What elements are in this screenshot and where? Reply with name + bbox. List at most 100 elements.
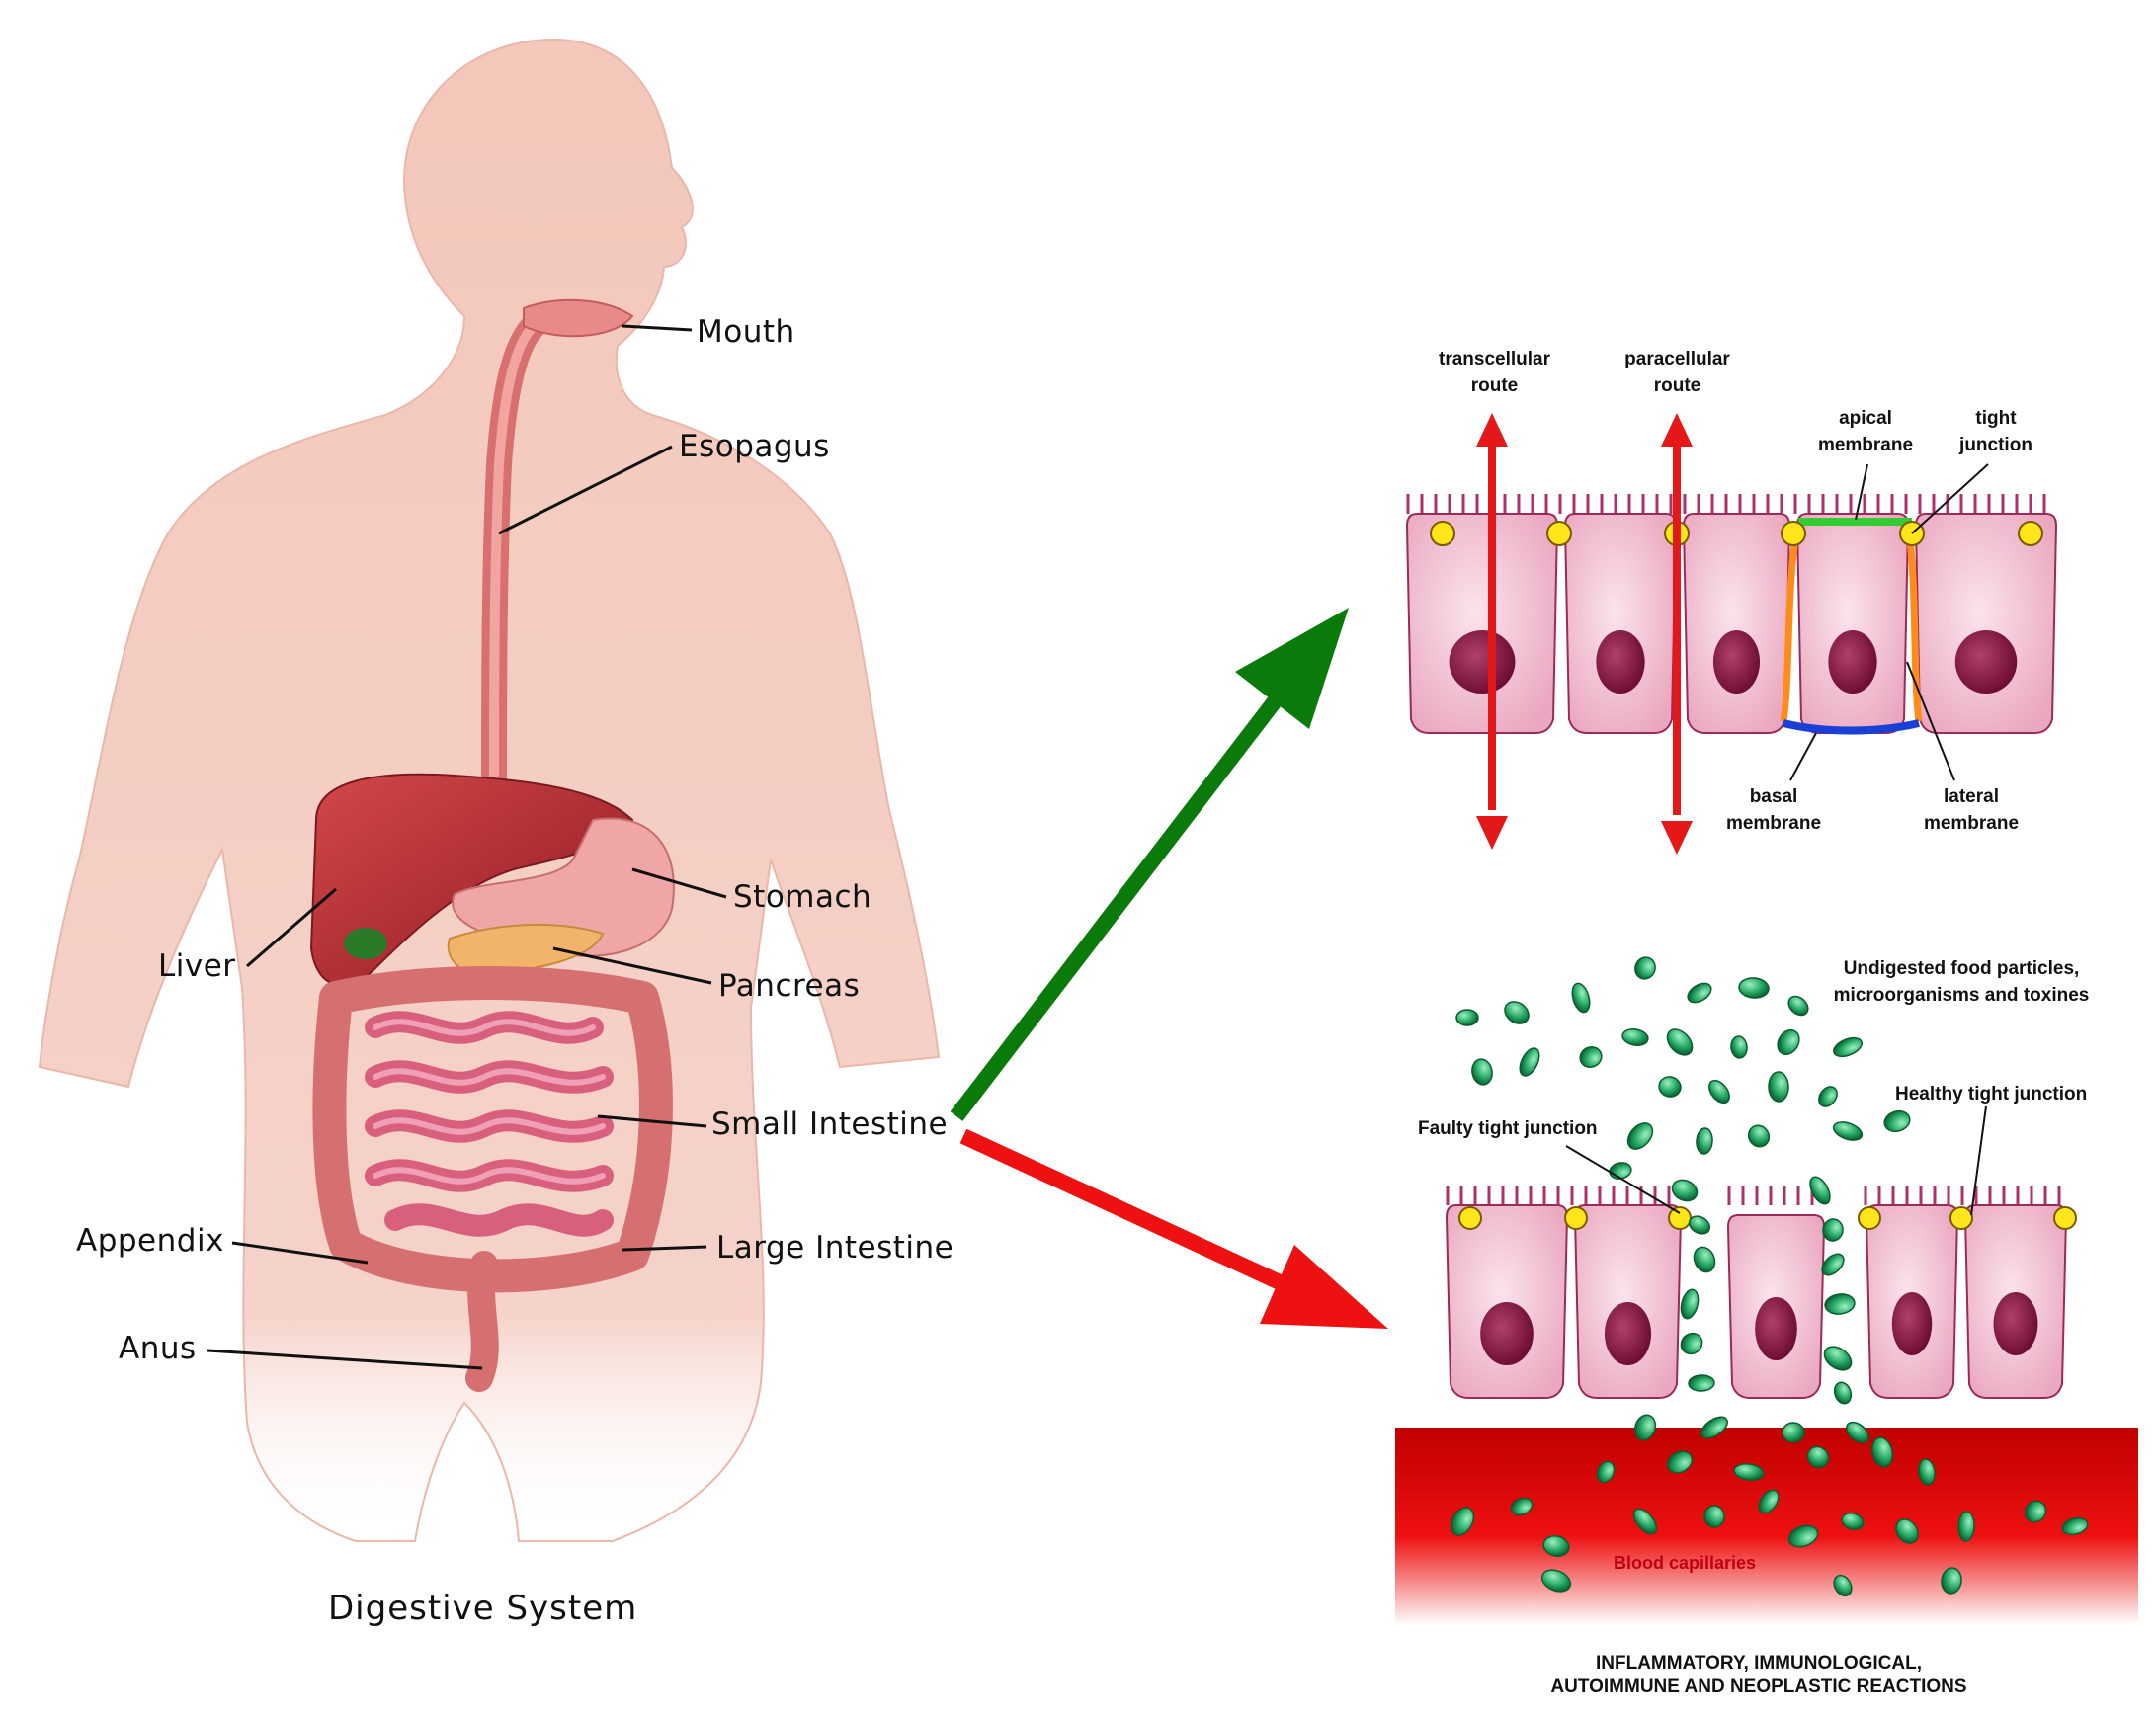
toxin-particle [1870,1436,1894,1468]
label-apical-membrane: apical membrane [1786,405,1945,458]
label-large-intestine: Large Intestine [716,1230,954,1266]
toxin-particle [1833,1381,1853,1405]
human-body [38,38,941,1542]
label-apical-line1: apical [1839,408,1892,429]
toxin-particle [1777,1028,1800,1056]
healthy-cell [1914,513,2058,734]
leaky-nucleus [1993,1292,2038,1355]
toxin-particle [1579,1046,1603,1068]
toxin-particle [1471,1058,1493,1086]
toxin-particle [1693,1246,1716,1273]
label-liver: Liver [158,948,236,984]
label-blood-capillaries: Blood capillaries [1614,1553,1757,1573]
blood-capillary [1395,1428,2138,1625]
toxin-particle [1696,1127,1713,1155]
toxin-particle [1666,1450,1694,1474]
healthy-cell [1795,513,1910,734]
toxin-particle [1666,1028,1694,1056]
toxin-particle [1832,1121,1864,1141]
tight-junction-dot [2018,521,2043,546]
label-lateral-membrane: lateral membrane [1907,783,2035,837]
leaky-nucleus [1755,1297,1797,1360]
leaky-cell [1573,1204,1683,1399]
toxin-particle [1768,1071,1789,1103]
toxin-particle [1688,1374,1715,1392]
toxin-particle [1632,1508,1658,1535]
healthy-nucleus [1828,630,1877,694]
label-tight-line2: junction [1959,435,2032,455]
toxin-particle [1747,1124,1771,1148]
leaky-epithelium [1395,956,2138,1625]
label-faulty-tight-junction: Faulty tight junction [1418,1118,1598,1139]
label-undigested-particles: Undigested food particles, microorganism… [1798,955,2124,1009]
label-transcellular-route: transcellular route [1403,346,1586,399]
toxin-particle [1680,1288,1700,1320]
tight-junction-dot [1430,521,1455,546]
transcellular-route-arrow [1476,413,1508,850]
toxin-particle [1824,1293,1856,1315]
toxin-particle [1634,956,1656,980]
label-tight-line1: tight [1975,408,2017,429]
tight-junction-dot [1458,1206,1482,1230]
healthy-nucleus [1712,630,1761,694]
label-basal-line1: basal [1749,786,1798,807]
toxin-particle [1730,1035,1748,1059]
toxin-particle [1504,1001,1530,1024]
toxin-particle [1733,1463,1765,1481]
label-reactions-line2: AUTOIMMUNE AND NEOPLASTIC REACTIONS [1550,1677,1967,1697]
label-particles-line1: Undigested food particles, [1843,958,2080,979]
healthy-path-arrow [950,608,1349,1121]
toxin-particle [1680,1332,1703,1355]
toxin-particle [1787,995,1809,1017]
label-lateral-line2: membrane [1923,813,2020,834]
label-transcellular-line2: route [1470,375,1519,396]
toxin-particle [1519,1047,1540,1077]
tight-junction-dot [1564,1206,1588,1230]
figure-title: Digestive System [328,1589,638,1628]
tight-junction-dot [1781,521,1806,546]
lateral-membrane-left [1780,531,1800,722]
toxin-particle [1738,977,1770,999]
label-lateral-line1: lateral [1944,786,1999,807]
toxin-particle [1895,1518,1919,1544]
paracellular-route-arrow [1661,413,1693,855]
toxin-particle [1703,1505,1725,1528]
leaky-nucleus [1891,1292,1933,1355]
toxin-particle [1510,1497,1534,1516]
label-pancreas: Pancreas [718,968,861,1004]
toxin-particle [1787,1524,1819,1548]
label-stomach: Stomach [733,879,872,915]
organ-leader-lines [207,324,727,1370]
toxin-particle [1823,1346,1853,1371]
tight-junction-dot [2053,1206,2077,1230]
label-anus: Anus [119,1331,197,1366]
label-paracellular-line1: paracellular [1624,349,1730,369]
toxin-particle [1626,1122,1654,1150]
toxin-particle [1782,1422,1805,1443]
label-reactions: INFLAMMATORY, IMMUNOLOGICAL, AUTOIMMUNE … [1452,1652,2065,1699]
label-esophagus: Esopagus [679,429,830,464]
healthy-cell [1563,513,1678,734]
leaky-path-arrow [959,1128,1388,1329]
toxin-particle [1941,1567,1962,1595]
label-mouth: Mouth [697,314,795,350]
toxin-particle [1658,1076,1682,1098]
toxin-particle [1806,1445,1830,1469]
toxin-particle [1918,1458,1936,1486]
toxin-particle [1809,1176,1831,1205]
leaky-nucleus [1604,1302,1652,1365]
toxin-particle [1450,1507,1475,1536]
toxin-particle [1688,1215,1711,1235]
healthy-nucleus [1954,630,2018,694]
toxin-particle [1833,1574,1853,1597]
toxin-particle [1633,1414,1657,1441]
toxin-particle [1542,1535,1570,1557]
toxin-particle [1883,1109,1911,1133]
leaky-cell [1445,1204,1569,1399]
toxin-particle [1758,1489,1780,1514]
label-basal-line2: membrane [1725,813,1822,834]
healthy-nucleus [1449,630,1516,694]
toxin-particle [1571,982,1591,1014]
label-transcellular-line1: transcellular [1439,349,1550,369]
